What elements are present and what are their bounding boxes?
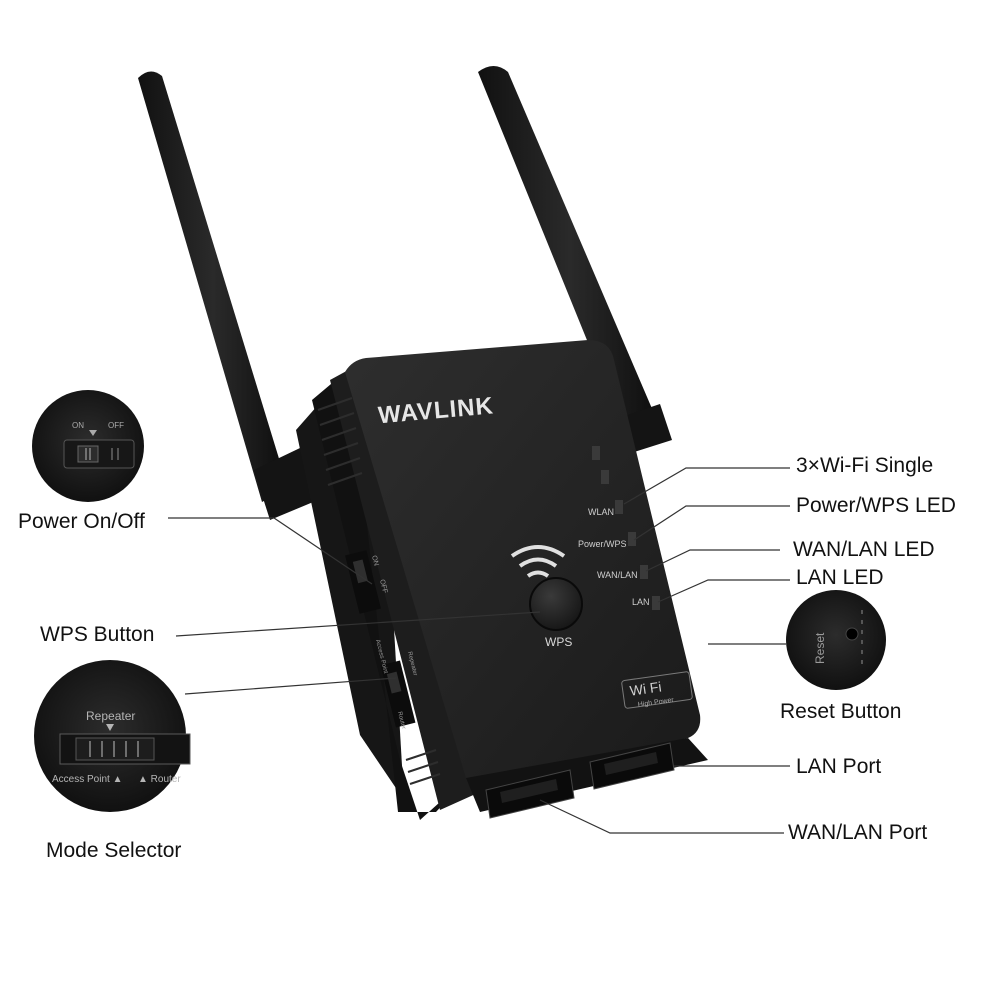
wifi-arc-outer bbox=[510, 545, 566, 558]
callout-mode-selector: Mode Selector bbox=[46, 839, 182, 862]
left-antenna bbox=[138, 71, 318, 520]
wifi-arc-inner bbox=[526, 570, 550, 578]
callout-lan-led: LAN LED bbox=[796, 566, 884, 589]
zoom-mode-selector: Repeater Access Point ▲ ▲ Router bbox=[34, 660, 191, 812]
line-mode-selector bbox=[184, 677, 397, 695]
wifi-arc-middle bbox=[518, 557, 558, 568]
line-lan-led bbox=[657, 579, 790, 603]
wps-button[interactable]: WPS bbox=[510, 545, 583, 649]
zoom-reset-label: Reset bbox=[813, 632, 827, 664]
zoom-mode-repeater-label: Repeater bbox=[86, 709, 135, 723]
led-label-wlan: WLAN bbox=[588, 507, 614, 517]
side-switch-off-label: OFF bbox=[378, 579, 388, 594]
line-wps-button bbox=[175, 611, 541, 637]
lan-led bbox=[652, 596, 660, 610]
line-wifi-single bbox=[623, 467, 790, 505]
side-mode-router-label: Router bbox=[396, 711, 406, 730]
zoom-mode-ap-label: Access Point ▲ bbox=[52, 774, 122, 785]
zoom-power-arrow-icon bbox=[89, 430, 97, 436]
wan-lan-led bbox=[640, 565, 648, 579]
led-label-lan: LAN bbox=[632, 597, 650, 607]
zoom-mode-router-label: ▲ Router bbox=[138, 774, 181, 785]
wan-lan-port[interactable] bbox=[485, 769, 575, 819]
line-power-wps-led bbox=[633, 505, 790, 541]
wifi-badge-text: Wi Fi bbox=[629, 678, 663, 698]
led-panel: WLAN Power/WPS WAN/LAN LAN bbox=[578, 446, 660, 610]
zoom-power-off-label: OFF bbox=[108, 421, 124, 430]
callout-power-wps-led: Power/WPS LED bbox=[796, 494, 956, 517]
wifi-led-1 bbox=[592, 446, 600, 460]
mode-switch[interactable]: Repeater Access Point Router bbox=[374, 639, 418, 730]
zoom-reset-button: Reset bbox=[786, 590, 886, 690]
reset-hole-icon bbox=[845, 627, 859, 641]
wifi-led-2 bbox=[601, 470, 609, 484]
line-power-on-off bbox=[168, 517, 373, 585]
side-mode-repeater-label: Repeater bbox=[406, 651, 418, 676]
led-label-power-wps: Power/WPS bbox=[578, 539, 627, 549]
line-wan-lan-led bbox=[645, 549, 780, 572]
callout-lan-port: LAN Port bbox=[796, 755, 882, 778]
power-switch[interactable]: ON OFF bbox=[345, 550, 388, 614]
zoom-power-switch: ON OFF bbox=[32, 390, 144, 502]
line-wan-lan-port bbox=[539, 799, 784, 834]
zoom-mode-arrow-icon bbox=[106, 724, 114, 731]
side-switch-on-label: ON bbox=[370, 555, 379, 567]
callout-wifi-single: 3×Wi-Fi Single bbox=[796, 454, 934, 477]
wifi-led-3 bbox=[615, 500, 623, 514]
side-vents bbox=[317, 397, 441, 785]
led-label-wan-lan: WAN/LAN bbox=[597, 570, 638, 580]
callout-wan-lan-led: WAN/LAN LED bbox=[793, 538, 935, 561]
callout-lines bbox=[168, 467, 790, 834]
zoom-power-on-label: ON bbox=[72, 421, 84, 430]
wps-label: WPS bbox=[545, 635, 572, 649]
callout-wan-lan-port: WAN/LAN Port bbox=[788, 821, 928, 844]
callout-wps-button: WPS Button bbox=[40, 623, 155, 646]
lan-port[interactable] bbox=[589, 742, 675, 790]
power-wps-led bbox=[628, 532, 636, 546]
callout-reset-button: Reset Button bbox=[780, 700, 902, 723]
callout-power-on-off: Power On/Off bbox=[18, 510, 145, 533]
wps-button-cap[interactable] bbox=[529, 577, 583, 631]
